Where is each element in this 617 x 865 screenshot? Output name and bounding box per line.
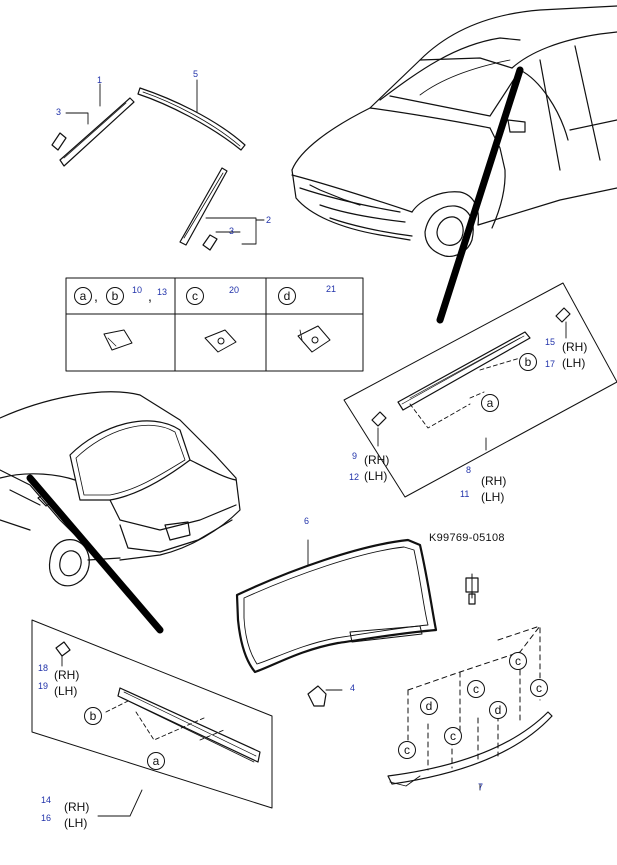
legend-clip-d: d bbox=[278, 287, 296, 305]
side-label-lh-12: (LH) bbox=[364, 469, 388, 483]
callout-20: 20 bbox=[229, 285, 240, 295]
legend-clip-a: a bbox=[74, 287, 92, 305]
callout-4: 4 bbox=[350, 683, 356, 693]
leaders-windshield bbox=[65, 79, 265, 245]
legend-clip-b: b bbox=[106, 287, 124, 305]
side-label-lh-16: (LH) bbox=[64, 816, 88, 830]
tray-clip-c-4: c bbox=[444, 727, 462, 745]
tray-clip-d-1: d bbox=[420, 697, 438, 715]
callout-12: 12 bbox=[349, 472, 360, 482]
side-label-rh-18: (RH) bbox=[54, 668, 80, 682]
callout-17: 17 bbox=[545, 359, 556, 369]
tray-clip-d-2: d bbox=[489, 701, 507, 719]
tray-clip-c-3: c bbox=[530, 679, 548, 697]
rear-car-illustration bbox=[0, 391, 241, 634]
callout-21: 21 bbox=[326, 284, 337, 294]
rear-window-weatherstrip bbox=[235, 538, 438, 707]
front-box-clip-a: a bbox=[481, 394, 499, 412]
clip-legend-table bbox=[65, 277, 364, 372]
side-label-rh-14: (RH) bbox=[64, 800, 90, 814]
callout-16: 16 bbox=[41, 813, 52, 823]
rear-box-clip-b: b bbox=[84, 707, 102, 725]
tray-clip-c-2: c bbox=[467, 680, 485, 698]
side-label-lh-17: (LH) bbox=[562, 356, 586, 370]
callout-10: 10 bbox=[132, 285, 143, 295]
callout-15: 15 bbox=[545, 337, 556, 347]
legend-comma-2: , bbox=[148, 288, 152, 304]
callout-8: 8 bbox=[466, 465, 472, 475]
rear-box-clip-a: a bbox=[147, 752, 165, 770]
callout-3-lower: 3 bbox=[229, 226, 235, 236]
callout-6: 6 bbox=[304, 516, 310, 526]
rear-belt-molding-box bbox=[31, 619, 273, 817]
tray-clip-c-1: c bbox=[509, 652, 527, 670]
front-car-illustration bbox=[291, 5, 617, 324]
callout-1: 1 bbox=[97, 75, 103, 85]
front-belt-molding-box bbox=[343, 282, 617, 498]
callout-18: 18 bbox=[38, 663, 49, 673]
callout-9: 9 bbox=[352, 451, 358, 461]
legend-clip-c: c bbox=[186, 287, 204, 305]
bolt-part-number: K99769-05108 bbox=[429, 532, 505, 544]
side-label-rh-9: (RH) bbox=[364, 453, 390, 467]
callout-7: 7 bbox=[478, 782, 484, 792]
callout-19: 19 bbox=[38, 681, 49, 691]
callout-13: 13 bbox=[157, 287, 168, 297]
tray-clip-c-5: c bbox=[398, 741, 416, 759]
side-label-rh-8: (RH) bbox=[481, 474, 507, 488]
side-label-lh-11: (LH) bbox=[481, 490, 505, 504]
callout-14: 14 bbox=[41, 795, 52, 805]
side-label-lh-19: (LH) bbox=[54, 684, 78, 698]
windshield-moldings bbox=[51, 87, 246, 251]
legend-comma-1: , bbox=[94, 288, 98, 304]
front-box-clip-b: b bbox=[519, 353, 537, 371]
side-label-rh-15: (RH) bbox=[562, 340, 588, 354]
callout-2: 2 bbox=[266, 215, 272, 225]
callout-11: 11 bbox=[460, 489, 470, 499]
callout-5: 5 bbox=[193, 69, 199, 79]
callout-3-upper: 3 bbox=[56, 107, 62, 117]
